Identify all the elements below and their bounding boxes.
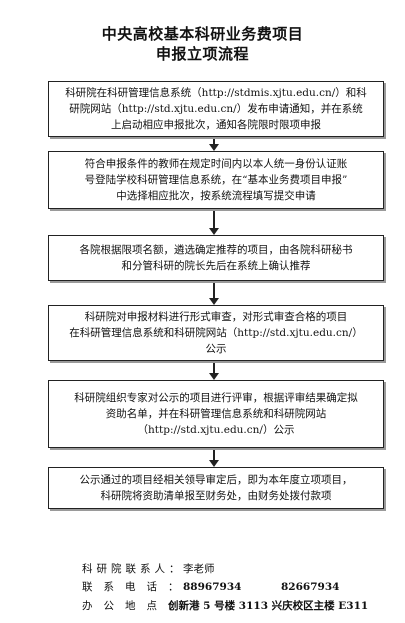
flow-arrow-3 [209,283,219,305]
flow-step-2-line-2: 号登陆学校科研管理信息系统，在“基本业务费项目申报” [84,174,348,186]
flow-step-2-line-1: 符合申报条件的教师在规定时间内以本人统一身份认证账 [84,158,348,170]
page-subtitle: 申报立项流程 [155,45,249,63]
flow-step-4: 科研院对申报材料进行形式审查，对形式审查合格的项目 在科研管理信息系统和科研院网… [48,305,384,361]
flow-arrow-2 [209,211,219,235]
contact-address-label: 办公地点： [82,600,190,612]
contact-person-label: 科研院联系人： [82,563,184,575]
flow-step-1: 科研院在科研管理信息系统（http://stdmis.xjtu.edu.cn/）… [48,81,384,137]
flow-step-5: 科研院组织专家对公示的项目进行评审，根据评审结果确定拟 资助名单，并在科研管理信… [48,380,384,448]
flow-step-1-line-1: 科研院在科研管理信息系统（http://stdmis.xjtu.edu.cn/）… [65,87,367,99]
flow-step-2: 符合申报条件的教师在规定时间内以本人统一身份认证账 号登陆学校科研管理信息系统，… [48,151,384,209]
contact-phone-value-1: 88967934 [183,581,242,593]
contact-phone-value-2: 82667934 [281,581,340,593]
flow-arrow-5 [209,450,219,467]
contact-person-value: 李老师 [183,563,215,575]
flow-step-3-line-2: 和分管科研的院长先后在系统上确认推荐 [121,260,311,272]
flow-arrow-4 [209,363,219,380]
contact-phone-label: 联系电话： [82,581,190,593]
flow-step-5-line-2: 资助名单，并在科研管理信息系统和科研院网站 [105,408,327,420]
flow-step-1-line-3: 上启动相应申报批次，通知各院限时限项申报 [111,119,321,131]
flow-arrow-1 [209,139,219,151]
flow-step-2-line-3: 中选择相应批次，按系统流程填写提交申请 [116,190,316,202]
contact-address-value: 创新港 5 号楼 3113 兴庆校区主楼 E311 [168,600,369,612]
flow-step-4-line-2: 在科研管理信息系统和科研院网站（http://std.xjtu.edu.cn/） [69,327,363,339]
flow-step-3: 各院根据限项名额，遴选确定推荐的项目，由各院科研秘书 和分管科研的院长先后在系统… [48,235,384,281]
flow-step-5-line-3: （http://std.xjtu.edu.cn/）公示 [137,424,295,436]
flow-step-3-line-1: 各院根据限项名额，遴选确定推荐的项目，由各院科研秘书 [79,244,353,256]
flow-step-1-line-2: 研院网站（http://std.xjtu.edu.cn/）发布申请通知，并在系统 [69,103,363,115]
flow-step-6-line-1: 公示通过的项目经相关领导审定后，即为本年度立项项目， [79,474,353,486]
flow-step-5-line-1: 科研院组织专家对公示的项目进行评审，根据评审结果确定拟 [74,392,358,404]
page-title: 中央高校基本科研业务费项目 [101,25,304,43]
flow-step-6-line-2: 科研院将资助清单报至财务处，由财务处拨付款项 [100,490,332,502]
flow-step-4-line-1: 科研院对申报材料进行形式审查，对形式审查合格的项目 [84,311,348,323]
flow-step-6: 公示通过的项目经相关领导审定后，即为本年度立项项目， 科研院将资助清单报至财务处… [48,467,384,509]
flow-step-4-line-3: 公示 [205,343,227,355]
